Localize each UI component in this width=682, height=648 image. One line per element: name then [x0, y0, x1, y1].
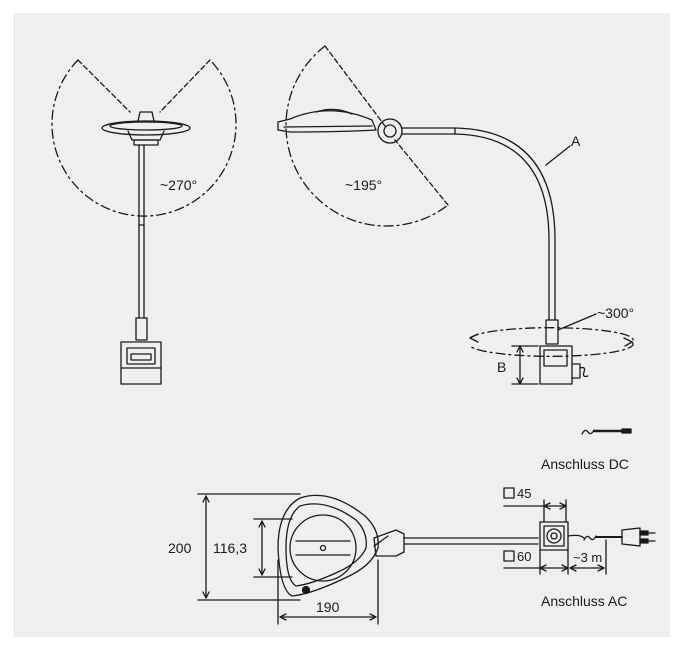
label-dim-3m: ~3 m	[573, 550, 602, 565]
square-box-hole	[546, 528, 562, 544]
base-foot-dot	[301, 585, 311, 595]
dial-center	[319, 544, 327, 552]
arm-base-collar	[135, 317, 148, 341]
ac-cable-start	[567, 534, 585, 539]
dim-45-arrow-left	[543, 502, 551, 510]
lamp-head-knob	[137, 111, 155, 122]
ac-plug-body	[621, 527, 641, 547]
side-lamp-cap	[315, 108, 353, 115]
square-symbol-45	[503, 487, 515, 499]
label-dim-200: 200	[168, 540, 192, 556]
square-symbol-60	[503, 550, 515, 562]
side-base-window	[543, 349, 568, 367]
label-angle-270: ~270°	[160, 177, 197, 193]
base-dial	[289, 514, 357, 582]
gooseneck-inner	[401, 133, 550, 321]
side-lamp-head-line	[283, 125, 373, 128]
dim-b-arrow-top	[516, 345, 524, 353]
dim-60-arrow-right	[561, 564, 569, 572]
leader-300	[557, 313, 597, 331]
label-dim-190: 190	[316, 599, 340, 615]
dim-45-arrow-right	[559, 502, 567, 510]
ac-plug-pin-bottom	[639, 538, 649, 544]
lamp-head-inner	[109, 121, 183, 131]
rotation-arc-195	[285, 45, 449, 227]
range-line-left	[77, 59, 131, 113]
dim-200-arrow-bottom	[202, 591, 210, 599]
dc-cable-squiggle	[581, 429, 595, 435]
label-angle-300: ~300°	[597, 305, 634, 321]
leader-a	[545, 145, 571, 166]
dc-plug	[621, 428, 632, 434]
base-outline	[277, 494, 379, 597]
dim-b-arrow-bottom	[516, 377, 524, 385]
dim-200-arrow-top	[202, 495, 210, 503]
ac-cable-squiggle	[583, 535, 597, 541]
side-lamp-joint	[377, 118, 403, 144]
side-lamp-head	[277, 110, 377, 133]
square-box-hole-inner	[550, 532, 558, 540]
dim-60-arrow-left	[539, 564, 547, 572]
label-dim-45: 45	[517, 486, 531, 501]
side-base-clamp	[539, 345, 573, 385]
label-dim-116: 116,3	[213, 540, 247, 556]
range-line-lower	[394, 139, 449, 206]
side-view-lamp	[277, 45, 634, 385]
label-angle-195: ~195°	[345, 177, 382, 193]
label-base-b: B	[497, 359, 506, 375]
range-line-right	[159, 59, 211, 113]
base-inner-outline	[285, 503, 367, 587]
top-view-base	[197, 487, 656, 625]
side-base-plug	[571, 363, 581, 379]
dim-3m-arrow-left	[569, 564, 577, 572]
dim-190-arrow-left	[279, 613, 287, 621]
label-conn-dc: Anschluss DC	[541, 456, 629, 472]
side-cable-tail	[579, 366, 589, 378]
arm-joint-detail	[373, 535, 389, 547]
lamp-neck	[133, 139, 159, 146]
dim-116-arrow-top	[258, 520, 266, 528]
dim-3m-arrow-right	[597, 564, 605, 572]
base-clamp-window	[126, 347, 156, 365]
label-dim-60: 60	[517, 549, 531, 564]
dc-connector	[581, 428, 632, 435]
rotation-ellipse-top	[469, 327, 634, 343]
base-clamp-inner	[130, 353, 152, 361]
label-conn-ac: Anschluss AC	[541, 593, 627, 609]
ac-plug-pin-top	[639, 530, 649, 536]
side-base-collar	[545, 319, 559, 345]
dim-116-arrow-bottom	[258, 568, 266, 576]
rotation-ellipse-bottom	[469, 341, 634, 357]
front-view-lamp	[51, 59, 237, 385]
base-clamp	[120, 341, 162, 385]
gooseneck-outer	[401, 127, 556, 321]
dim-190-arrow-right	[369, 613, 377, 621]
side-lamp-joint-inner	[383, 124, 397, 138]
label-arm-a: A	[571, 133, 581, 149]
range-line-upper	[324, 45, 386, 127]
square-box-inner	[543, 525, 565, 547]
rotation-arrow-left	[469, 333, 479, 343]
lamp-head-disc	[101, 120, 191, 136]
arm-joint-block	[373, 529, 405, 557]
rotation-arrow-right	[623, 337, 633, 347]
